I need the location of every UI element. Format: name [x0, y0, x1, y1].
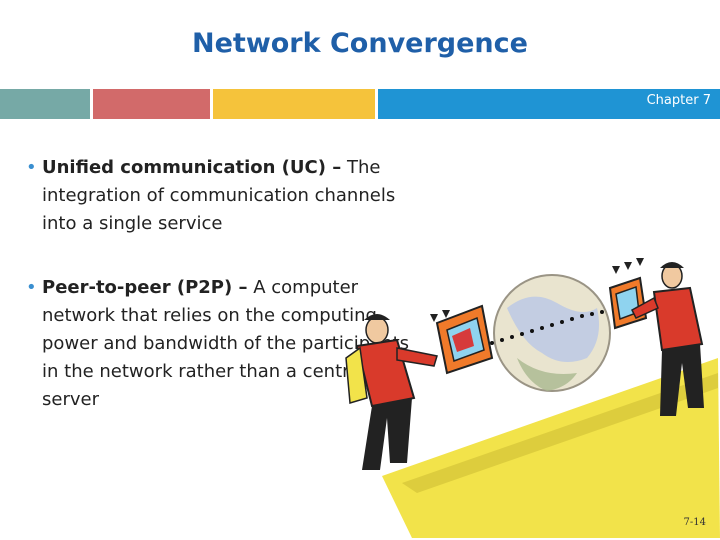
bullet-dot-icon: •: [26, 277, 37, 298]
bullet-peer-to-peer: • Peer-to-peer (P2P) – A computer networ…: [26, 274, 426, 414]
chapter-label: Chapter 7: [646, 93, 711, 108]
page-number: 7-14: [683, 517, 706, 528]
bullet-unified-communication: • Unified communication (UC) – The integ…: [26, 154, 426, 238]
bullet-definition: The integration of communication channel…: [42, 157, 396, 234]
p2p-people-clipart-icon: [345, 258, 720, 538]
header-bar-red: [93, 89, 210, 119]
bullet-dot-icon: •: [26, 157, 37, 178]
header-bar-teal: [0, 89, 90, 119]
bullet-term: Unified communication (UC) –: [42, 157, 342, 178]
header-bar-yellow: [213, 89, 375, 119]
slide-title: Network Convergence: [192, 28, 528, 59]
bullet-term: Peer-to-peer (P2P) –: [42, 277, 248, 298]
header-bar-blue: [378, 89, 720, 119]
bullet-definition: A computer network that relies on the co…: [42, 277, 410, 410]
